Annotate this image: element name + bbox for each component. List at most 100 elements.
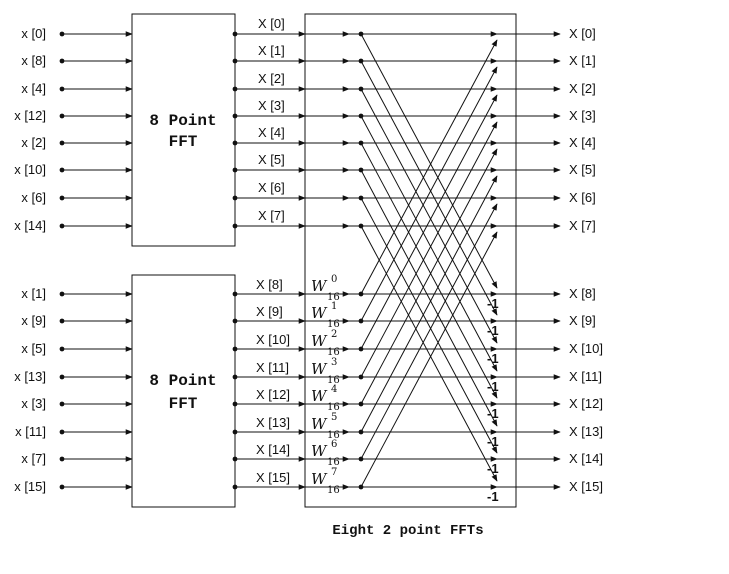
minus-one-label: -1 <box>487 406 499 421</box>
input-label: x [8] <box>21 53 46 68</box>
caption: Eight 2 point FFTs <box>332 523 483 539</box>
mid-label: X [3] <box>258 98 285 113</box>
twiddle-base: W <box>311 304 328 322</box>
mid-label: X [9] <box>256 304 283 319</box>
output-label: X [9] <box>569 313 596 328</box>
input-label: x [7] <box>21 451 46 466</box>
twiddle-subscript: 16 <box>327 402 340 413</box>
twiddle-exponent: 3 <box>331 357 337 368</box>
twiddle-exponent: 0 <box>331 274 337 285</box>
output-label: X [1] <box>569 53 596 68</box>
fft-block-bottom-label-line2: FFT <box>169 395 198 413</box>
output-label: X [0] <box>569 26 596 41</box>
mid-label: X [11] <box>256 360 289 375</box>
mid-label: X [7] <box>258 208 285 223</box>
mid-label: X [5] <box>258 152 285 167</box>
output-label: X [13] <box>569 424 603 439</box>
butterfly-cross-up <box>360 203 498 460</box>
butterfly-cross-down <box>360 115 498 372</box>
butterfly-cross-up <box>360 175 498 433</box>
minus-one-label: -1 <box>487 461 499 476</box>
butterfly-cross-up <box>360 39 498 295</box>
input-label: x [0] <box>21 26 46 41</box>
twiddle-subscript: 16 <box>327 457 340 468</box>
butterfly-cross-down <box>360 142 498 399</box>
wires <box>59 31 561 490</box>
output-label: X [15] <box>569 479 603 494</box>
twiddle-exponent: 4 <box>331 384 337 395</box>
output-label: X [2] <box>569 81 596 96</box>
fft-block-top-label-line1: 8 Point <box>149 112 216 130</box>
output-label: X [11] <box>569 369 602 384</box>
input-label: x [15] <box>14 479 46 494</box>
twiddle-base: W <box>311 360 328 378</box>
twiddle-base: W <box>311 277 328 295</box>
minus-one-label: -1 <box>487 296 499 311</box>
twiddle-exponent: 1 <box>331 301 337 312</box>
minus-one-label: -1 <box>487 434 499 449</box>
output-label: X [5] <box>569 162 596 177</box>
mid-label: X [12] <box>256 387 290 402</box>
output-label: X [12] <box>569 396 603 411</box>
twiddle-base: W <box>311 415 328 433</box>
butterfly-cross-up <box>360 66 498 322</box>
mid-label: X [4] <box>258 125 285 140</box>
twiddle-base: W <box>311 332 328 350</box>
output-label: X [10] <box>569 341 603 356</box>
input-label: x [13] <box>14 369 46 384</box>
input-label: x [14] <box>14 218 46 233</box>
butterfly-cross-down <box>360 60 498 316</box>
minus-one-label: -1 <box>487 489 499 504</box>
input-label: x [2] <box>21 135 46 150</box>
mid-label: X [0] <box>258 16 285 31</box>
butterfly-cross-down <box>360 197 498 454</box>
output-label: X [4] <box>569 135 596 150</box>
mid-label: X [15] <box>256 470 290 485</box>
fft-block-top <box>131 13 236 247</box>
twiddle-subscript: 16 <box>327 347 340 358</box>
twiddle-subscript: 16 <box>327 319 340 330</box>
twiddle-exponent: 6 <box>331 439 337 450</box>
mid-label: X [6] <box>258 180 285 195</box>
output-label: X [7] <box>569 218 596 233</box>
butterfly-stage-box <box>304 13 517 508</box>
twiddle-subscript: 16 <box>327 292 340 303</box>
minus-one-label: -1 <box>487 351 499 366</box>
input-label: x [10] <box>14 162 46 177</box>
mid-label: X [13] <box>256 415 290 430</box>
input-label: x [3] <box>21 396 46 411</box>
input-label: x [12] <box>14 108 46 123</box>
mid-label: X [8] <box>256 277 283 292</box>
minus-one-label: -1 <box>487 323 499 338</box>
input-label: x [9] <box>21 313 46 328</box>
fft-block-bottom <box>131 274 236 508</box>
butterfly-cross-down <box>360 88 498 344</box>
input-label: x [11] <box>15 424 46 439</box>
mid-label: X [2] <box>258 71 285 86</box>
fft-block-top-label-line2: FFT <box>169 133 198 151</box>
butterfly-cross-up <box>360 148 498 405</box>
input-label: x [5] <box>21 341 46 356</box>
mid-label: X [14] <box>256 442 290 457</box>
butterfly-cross-up <box>360 94 498 350</box>
twiddle-base: W <box>311 470 328 488</box>
output-label: X [14] <box>569 451 603 466</box>
butterfly-cross-up <box>360 121 498 378</box>
input-label: x [1] <box>21 286 46 301</box>
output-label: X [6] <box>569 190 596 205</box>
output-label: X [8] <box>569 286 596 301</box>
input-label: x [6] <box>21 190 46 205</box>
output-label: X [3] <box>569 108 596 123</box>
twiddle-exponent: 2 <box>331 329 337 340</box>
twiddle-subscript: 16 <box>327 430 340 441</box>
butterfly-cross-up <box>360 231 498 488</box>
fft-block-bottom-label-line1: 8 Point <box>149 372 216 390</box>
labels: x [0]x [8]x [4]x [12]x [2]x [10]x [6]x [… <box>14 16 603 504</box>
